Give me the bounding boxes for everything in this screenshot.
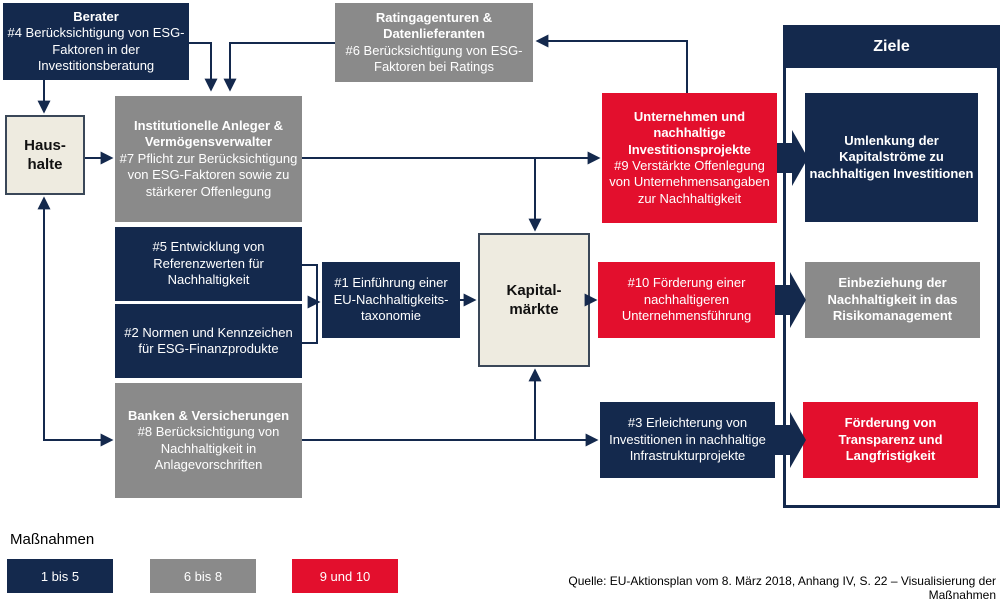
ziele-header: Ziele	[783, 25, 1000, 68]
node-banken-versicherungen-title: Banken & Versicherungen	[127, 407, 290, 423]
node-unternehmen: Unternehmen und nachhaltige Investitions…	[602, 93, 777, 223]
arrow-unternehmen-to-rating	[535, 34, 688, 93]
node-massnahme-1-body: #1 Einführung einer EU-Nachhaltigkeits-t…	[333, 275, 449, 324]
legend-item-6-bis-8-label: 6 bis 8	[183, 568, 223, 584]
legend-item-9-und-10: 9 und 10	[292, 559, 398, 593]
node-unternehmen-body: #9 Verstärkte Offenlegung von Unternehme…	[609, 158, 770, 206]
node-kapitalmaerkte-line1: Kapital-	[506, 281, 562, 299]
goal-umlenkung-text: Umlenkung der Kapitalströme zu nachhalti…	[809, 132, 974, 181]
node-berater: Berater #4 Berücksichtigung von ESG-Fakt…	[3, 3, 189, 80]
node-banken-versicherungen-body: #8 Berücksichtigung von Nachhaltigkeit i…	[137, 424, 280, 472]
node-kapitalmaerkte-line2: märkte	[509, 301, 559, 318]
node-massnahme-5-body: #5 Entwicklung von Referenzwerten für Na…	[152, 239, 265, 288]
node-massnahme-3: #3 Erleichterung von Investitionen in na…	[600, 402, 775, 478]
goal-umlenkung: Umlenkung der Kapitalströme zu nachhalti…	[805, 93, 978, 222]
goal-einbeziehung-text: Einbeziehung der Nachhaltigkeit in das R…	[827, 275, 958, 324]
source-caption: Quelle: EU-Aktionsplan vom 8. März 2018,…	[568, 574, 996, 600]
node-ratingagenturen: Ratingagenturen & Datenlieferanten #6 Be…	[335, 3, 533, 82]
node-haushalte-line2: halte	[27, 156, 63, 173]
legend-item-6-bis-8: 6 bis 8	[150, 559, 256, 593]
legend-item-9-und-10-label: 9 und 10	[319, 568, 371, 584]
legend-item-1-bis-5-label: 1 bis 5	[40, 568, 80, 584]
goal-foerderung-text: Förderung von Transparenz und Langfristi…	[838, 415, 943, 464]
node-ratingagenturen-title: Ratingagenturen & Datenlieferanten	[375, 9, 493, 42]
goal-foerderung: Förderung von Transparenz und Langfristi…	[803, 402, 978, 478]
arrow-berater-to-inst	[189, 42, 218, 92]
node-massnahme-10-body: #10 Förderung einer nachhaltigeren Unter…	[621, 275, 752, 324]
arrow-rating-to-inst	[223, 42, 335, 92]
node-institutionelle-anleger-body: #7 Pflicht zur Berücksichtigung von ESG-…	[119, 150, 298, 199]
bracket-m5-m2	[302, 264, 318, 344]
node-massnahme-5: #5 Entwicklung von Referenzwerten für Na…	[115, 227, 302, 301]
node-massnahme-2: #2 Normen und Kennzeichen für ESG-Finanz…	[115, 304, 302, 378]
node-massnahme-2-body: #2 Normen und Kennzeichen für ESG-Finanz…	[124, 324, 293, 356]
node-haushalte-line1: Haus-	[24, 136, 66, 154]
legend-item-1-bis-5: 1 bis 5	[7, 559, 113, 593]
node-ratingagenturen-body: #6 Berücksichtigung von ESG-Faktoren bei…	[345, 42, 523, 74]
legend-label: Maßnahmen	[10, 531, 95, 548]
arrow-haushalte-banken	[37, 196, 114, 447]
node-massnahme-1: #1 Einführung einer EU-Nachhaltigkeits-t…	[322, 262, 460, 338]
node-kapitalmaerkte: Kapital- märkte	[478, 233, 590, 367]
node-berater-title: Berater	[73, 8, 119, 24]
node-institutionelle-anleger: Institutionelle Anleger & Vermögensverwa…	[115, 96, 302, 222]
ziele-title: Ziele	[873, 37, 910, 55]
node-haushalte: Haus- halte	[5, 115, 85, 195]
node-banken-versicherungen: Banken & Versicherungen #8 Berücksichtig…	[115, 383, 302, 498]
node-institutionelle-anleger-title: Institutionelle Anleger & Vermögensverwa…	[133, 118, 284, 150]
node-massnahme-10: #10 Förderung einer nachhaltigeren Unter…	[598, 262, 775, 338]
node-berater-body: #4 Berücksichtigung von ESG-Faktoren in …	[7, 25, 185, 73]
node-massnahme-3-body: #3 Erleichterung von Investitionen in na…	[609, 415, 766, 464]
goal-einbeziehung: Einbeziehung der Nachhaltigkeit in das R…	[805, 262, 980, 338]
node-unternehmen-title: Unternehmen und nachhaltige Investitions…	[628, 108, 751, 157]
